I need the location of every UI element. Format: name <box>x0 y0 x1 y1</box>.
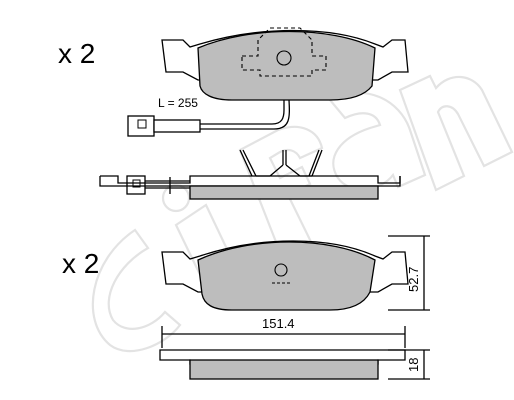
watermark-letter-f <box>238 125 324 267</box>
height-dimension-lines <box>388 235 430 311</box>
quantity-label-top: x 2 <box>58 38 95 69</box>
pad-friction-material-bottom <box>197 241 376 311</box>
watermark-dot <box>161 183 191 213</box>
side-backing-plate <box>100 175 401 184</box>
brake-pad-bottom: 52.7 151.4 <box>161 235 430 348</box>
width-dimension: 151.4 <box>161 316 406 348</box>
sensor-wire-lower <box>200 99 290 130</box>
watermark-letter-a <box>328 91 427 191</box>
sensor-connector <box>127 115 155 137</box>
wear-sensor: L = 255 <box>127 96 290 137</box>
side-friction-material <box>189 185 379 200</box>
watermark-letter-c <box>91 228 182 353</box>
side-bottom-friction-material <box>189 359 379 380</box>
sensor-connector-sleeve <box>153 119 201 133</box>
sensor-connector-tab <box>137 119 147 129</box>
quantity-label-bottom: x 2 <box>62 248 99 279</box>
thickness-dimension-lines <box>388 349 430 380</box>
sensor-cutout-outline <box>241 27 327 77</box>
side-connector <box>126 175 146 195</box>
brake-pad-side-view-bottom: 18 <box>159 349 430 380</box>
brake-pad-side-view-top <box>99 149 401 200</box>
indicator-hole <box>274 263 288 277</box>
height-dimension-value: 52.7 <box>406 267 421 292</box>
pad-friction-material-top <box>197 30 376 101</box>
wire-length-label: L = 255 <box>158 96 198 110</box>
thickness-dimension-value: 18 <box>406 358 421 372</box>
pad-backing-plate-bottom <box>161 240 409 293</box>
width-dimension-value: 151.4 <box>262 316 295 331</box>
sensor-mount-hole <box>276 50 292 66</box>
pad-backing-plate-top <box>161 29 409 81</box>
watermark-letter-m <box>398 74 514 192</box>
brake-pad-top <box>161 27 409 101</box>
side-spring-clip <box>239 149 323 177</box>
thickness-dimension: 18 <box>388 349 430 380</box>
width-dimension-lines <box>161 326 406 348</box>
sensor-wire <box>200 100 285 125</box>
height-dimension: 52.7 <box>388 235 430 311</box>
watermark-logo <box>91 74 514 353</box>
